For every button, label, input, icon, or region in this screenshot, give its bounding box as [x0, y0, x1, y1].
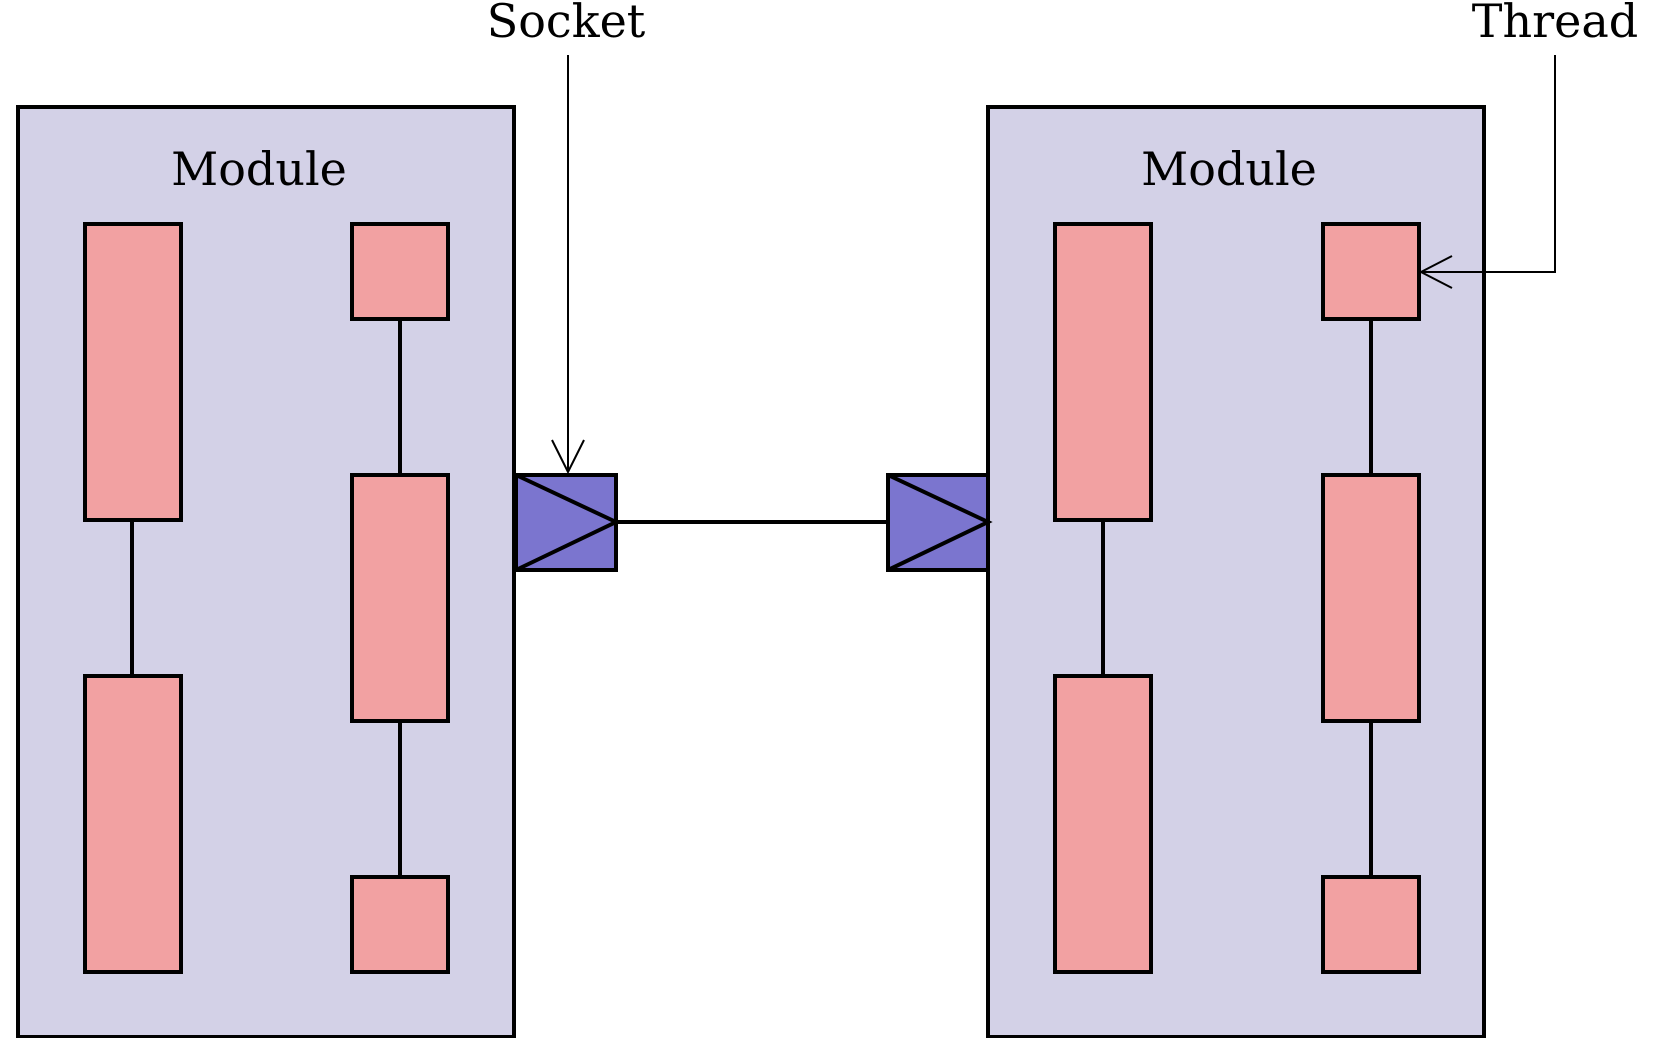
left-module-title: Module	[171, 142, 347, 196]
left-module: Module	[16, 105, 516, 1038]
thread-callout-label: Thread	[1472, 0, 1638, 48]
right-socket-box	[886, 473, 990, 572]
right-module-title: Module	[1141, 142, 1317, 196]
right-thread-a-bottom	[1053, 674, 1153, 974]
right-module: Module	[986, 105, 1486, 1038]
right-thread-a-top	[1053, 222, 1153, 522]
left-thread-a-top	[83, 222, 183, 522]
left-thread-a-bottom	[83, 674, 183, 974]
right-thread-b-bottom	[1321, 875, 1421, 974]
right-socket	[886, 473, 993, 572]
thread-callout-arrowhead	[1418, 255, 1453, 289]
left-socket-arrow-glyph	[515, 473, 621, 572]
socket-callout: Socket	[487, 0, 646, 475]
right-thread-b-middle	[1321, 473, 1421, 723]
thread-callout: Thread	[1418, 0, 1638, 289]
thread-callout-line	[1422, 55, 1556, 273]
socket-callout-arrowhead	[551, 439, 585, 475]
left-socket-box	[514, 473, 618, 572]
right-thread-b-top	[1321, 222, 1421, 321]
right-socket-arrow-glyph	[887, 473, 993, 572]
left-thread-b-middle	[350, 473, 450, 723]
left-thread-b-bottom	[350, 875, 450, 974]
left-thread-b-top	[350, 222, 450, 321]
left-socket	[514, 473, 621, 572]
socket-callout-label: Socket	[487, 0, 646, 48]
